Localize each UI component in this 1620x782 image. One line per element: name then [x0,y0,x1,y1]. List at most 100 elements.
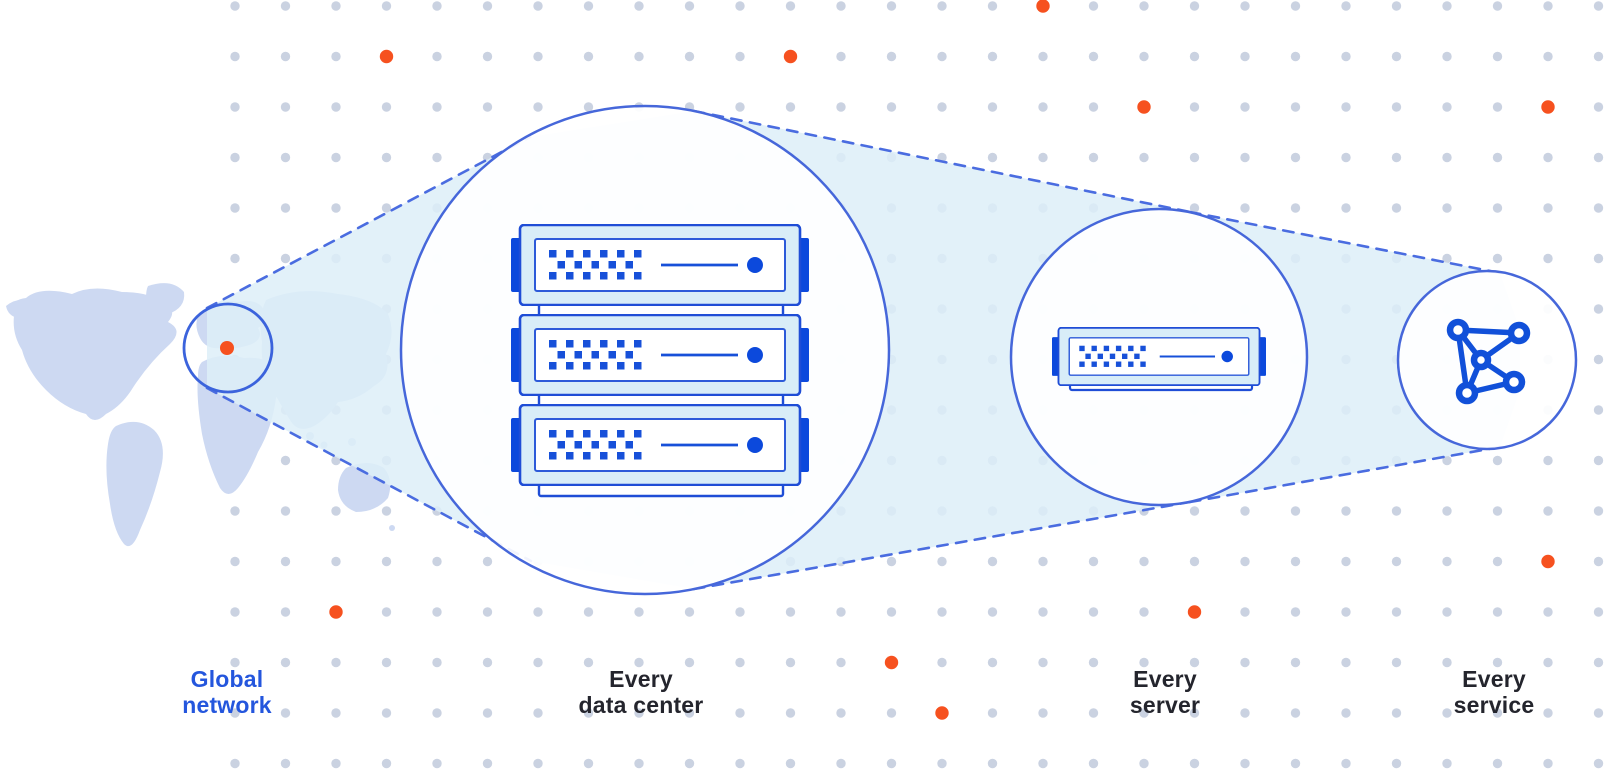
grid-dot [836,657,846,668]
grid-dot [1038,708,1048,718]
grid-dot [280,1,291,11]
grid-dot [937,51,947,62]
grid-dot [280,708,291,718]
grid-dot [785,708,796,718]
grid-dot [937,102,947,112]
grid-dot [280,758,291,769]
grid-dot [684,657,695,668]
server-icon [511,404,809,486]
grid-dot [1543,1,1553,11]
grid-dot [1240,708,1250,718]
grid-dot [280,253,291,264]
grid-dot [1593,152,1604,163]
grid-dot [381,556,392,567]
grid-dot [1189,102,1200,112]
grid-dot [1139,556,1149,567]
grid-dot [1341,556,1351,567]
grid-dot [1593,51,1604,62]
grid-dot [1088,708,1099,718]
grid-dot [1593,253,1604,264]
grid-dot [1240,607,1250,617]
grid-dot [1240,556,1250,567]
grid-dot [785,657,796,668]
grid-dot [1088,152,1099,163]
server-icon [1052,327,1266,386]
grid-dot [1492,708,1503,718]
grid-dot [482,607,493,617]
grid-dot-orange [379,49,394,64]
grid-dot [331,708,341,718]
service-circle [1396,269,1578,451]
grid-dot [1088,1,1099,11]
grid-dot [1341,203,1351,213]
grid-dot [583,607,594,617]
grid-dot [533,1,543,11]
label-line: Every [609,666,673,692]
grid-dot [381,506,392,516]
grid-dot [533,708,543,718]
server-rack-illustration [511,224,809,498]
grid-dot [432,708,442,718]
grid-dot [1492,203,1503,213]
grid-dot [432,51,442,62]
grid-dot [1593,708,1604,718]
grid-dot [1038,152,1048,163]
grid-dot [1442,506,1452,516]
grid-dot [1391,203,1402,213]
grid-dot [583,708,594,718]
grid-dot [432,152,442,163]
grid-dot [482,758,493,769]
grid-dot [280,506,291,516]
grid-dot [735,51,745,62]
grid-dot [432,556,442,567]
grid-dot [1240,203,1250,213]
map-location-marker [220,341,234,355]
grid-dot [886,708,897,718]
server-icon [511,224,809,306]
grid-dot [230,506,240,516]
label-line: Global [190,666,264,692]
grid-dot [331,758,341,769]
grid-dot [1543,708,1553,718]
map-focus-circle [182,302,274,394]
grid-dot [1189,657,1200,668]
grid-dot [1593,556,1604,567]
grid-dot [836,1,846,11]
grid-dot [1543,455,1553,466]
grid-dot [1391,506,1402,516]
grid-dot [432,758,442,769]
grid-dot [230,657,240,668]
grid-dot [1038,657,1048,668]
grid-dot [1593,304,1604,314]
label-line: service [1453,692,1535,718]
grid-dot [987,708,998,718]
grid-dot [1543,152,1553,163]
grid-dot [1189,1,1200,11]
server-icon [511,314,809,396]
grid-dot [937,758,947,769]
grid-dot [280,51,291,62]
grid-dot [482,556,493,567]
grid-dot [836,102,846,112]
grid-dot [331,657,341,668]
grid-dot [735,1,745,11]
grid-dot [1139,51,1149,62]
grid-dot [1492,556,1503,567]
grid-dot [1189,708,1200,718]
grid-dot [785,758,796,769]
grid-dot [381,708,392,718]
grid-dot [1290,708,1301,718]
grid-dot [1240,506,1250,516]
grid-dot [280,607,291,617]
grid-dot [886,102,897,112]
grid-dot [583,1,594,11]
grid-dot [735,607,745,617]
grid-dot [381,152,392,163]
grid-dot [937,607,947,617]
grid-dot [280,455,291,466]
grid-dot [230,708,240,718]
grid-dot [684,758,695,769]
data-center-circle [399,104,891,596]
grid-dot [583,758,594,769]
